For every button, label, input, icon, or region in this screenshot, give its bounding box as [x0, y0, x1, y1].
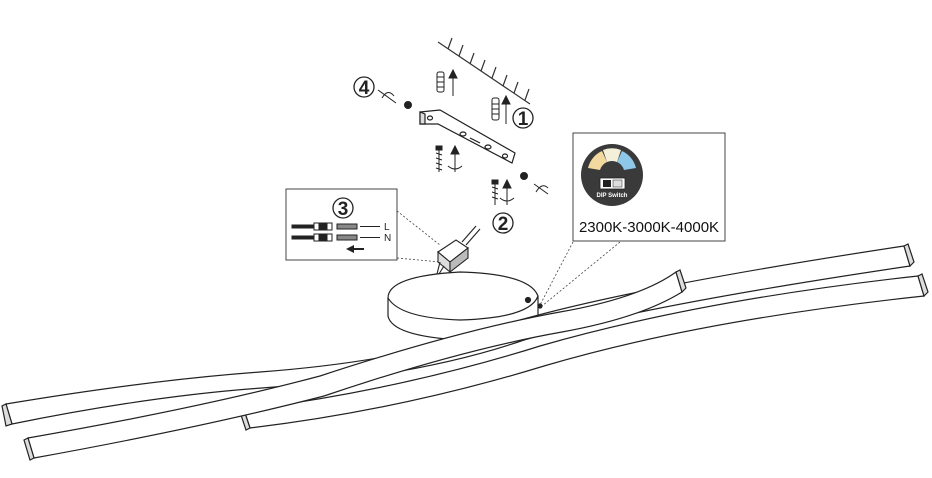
- wire-neutral-label: N: [384, 233, 391, 244]
- dip-switch-label: DIP Switch: [597, 193, 628, 199]
- step-2-marker: 2: [492, 212, 514, 235]
- led-arm-middle: [239, 273, 929, 431]
- step-1-label: 1: [518, 109, 529, 130]
- wall-plug-left: [436, 68, 458, 96]
- step-2-label: 2: [498, 214, 509, 235]
- nut-right: [520, 172, 549, 195]
- wiring-detail-box: 3 L N: [285, 188, 398, 261]
- wire-live: [291, 222, 380, 231]
- wire-neutral: [291, 233, 380, 242]
- nut-left: [377, 89, 412, 109]
- wiring-leader-lines: [396, 210, 441, 263]
- wall-plug-right: [491, 94, 511, 124]
- canopy: [387, 271, 543, 341]
- dip-switch-detail-box: DIP Switch 2300K-3000K-4000K: [572, 132, 726, 242]
- wire-live-label: L: [384, 222, 390, 233]
- dip-switch-badge: DIP Switch: [581, 144, 643, 206]
- step-3-label: 3: [338, 199, 349, 220]
- color-temperature-label: 2300K-3000K-4000K: [579, 219, 719, 236]
- dip-switch-icon: [599, 177, 626, 190]
- led-arm-bottom: [23, 269, 687, 461]
- dip-leader-lines: [539, 241, 621, 307]
- step-4-marker: 4: [353, 76, 375, 99]
- insert-arrow: [346, 245, 364, 253]
- screw-left: [435, 144, 463, 172]
- step-1-marker: 1: [512, 107, 534, 130]
- mounting-bracket: [419, 109, 516, 164]
- screw-right: [491, 178, 515, 205]
- ceiling-hatching: [437, 37, 531, 105]
- step-4-label: 4: [359, 78, 370, 99]
